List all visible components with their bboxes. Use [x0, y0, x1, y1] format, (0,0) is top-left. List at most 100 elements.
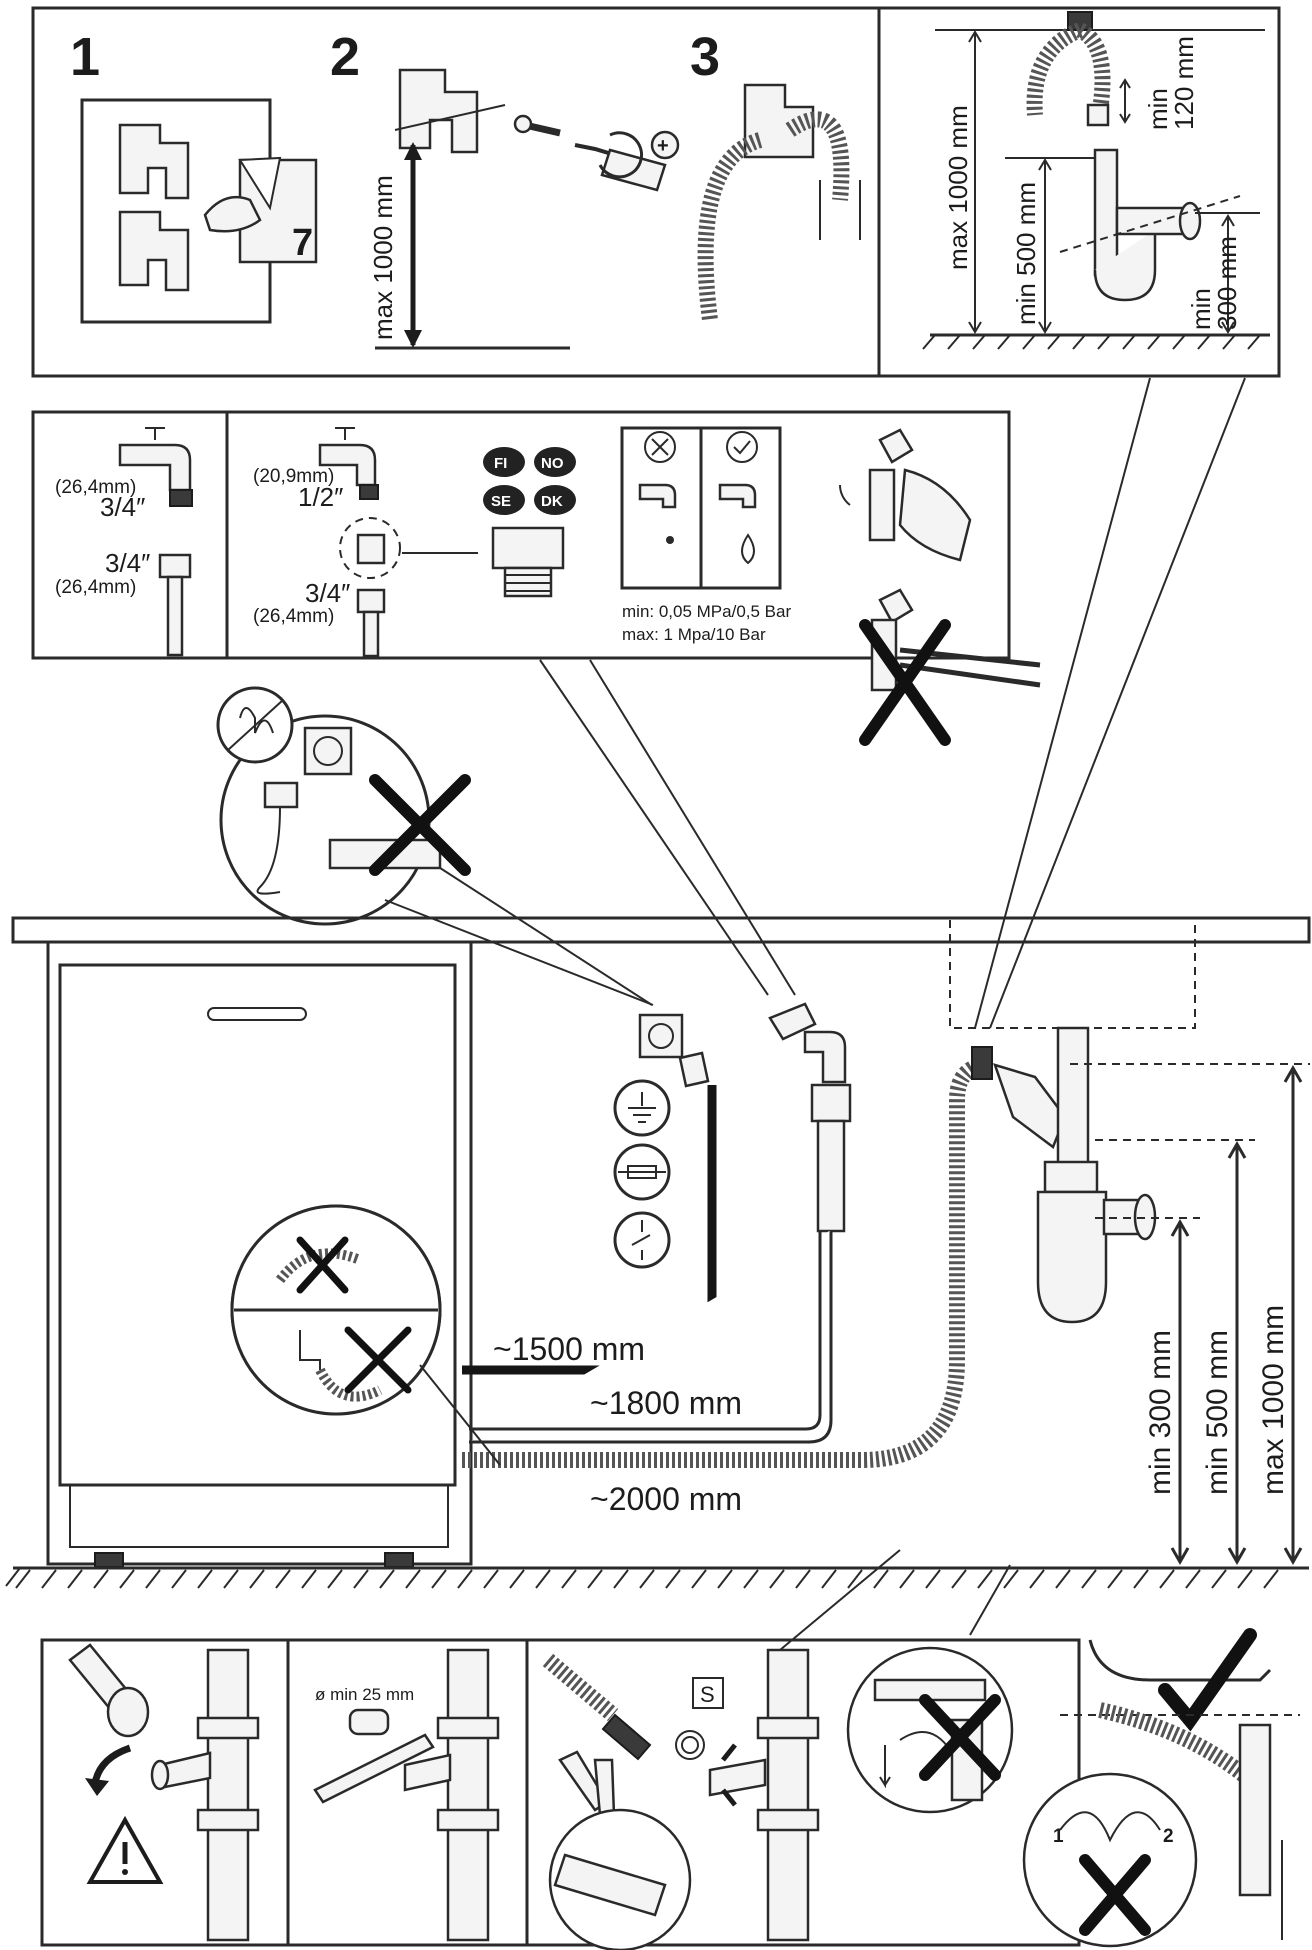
- step-2-number: 2: [330, 27, 360, 87]
- socket-icon: [303, 726, 353, 776]
- pipe-with-hose-icon: [708, 1648, 820, 1942]
- svg-text:+: +: [657, 135, 669, 157]
- tap-a-inch: 3/4″: [100, 492, 145, 522]
- adapter-highlight: [339, 517, 401, 579]
- floor-hatch-stroke: [561, 1569, 577, 1589]
- detail-min-120-line1: min: [1143, 88, 1173, 130]
- floor-hatch-stroke: [67, 1569, 83, 1589]
- floor-hatch-stroke: [379, 1569, 395, 1589]
- badge-fi: [483, 447, 525, 477]
- country-badges: FI NO SE DK: [483, 447, 576, 515]
- installation-min-300: min 300 mm: [1144, 1330, 1177, 1495]
- floor-hatch-stroke: [275, 1569, 291, 1589]
- valve-wrong-icon: [859, 588, 1041, 746]
- power-cable-length: ~1500 mm: [493, 1331, 645, 1367]
- wall-socket-icon: [638, 1013, 684, 1059]
- inlet-hose: [469, 1230, 833, 1444]
- hose-mounted-icon: [697, 83, 861, 321]
- tap-1-2-icon: [318, 427, 379, 500]
- earth-symbol-icon: [613, 1079, 671, 1137]
- floor-hatch-stroke: [249, 1569, 265, 1589]
- pressure-max: max: 1 Mpa/10 Bar: [622, 625, 766, 644]
- floor-hatch-stroke: [93, 1569, 109, 1589]
- floor-hatch-stroke: [223, 1569, 239, 1589]
- installation-max-1000: max 1000 mm: [1257, 1305, 1290, 1495]
- floor-hatch-stroke: [691, 1569, 707, 1589]
- hose-end-icon: [542, 1653, 652, 1761]
- clamp-label: S: [700, 1682, 715, 1707]
- cut-pipe-icon: [313, 1648, 500, 1942]
- floor-hatch-stroke: [535, 1569, 551, 1589]
- sink-step-1: 1: [1053, 1826, 1064, 1847]
- badge-fi-label: FI: [494, 455, 507, 472]
- drain-adapter: [993, 1063, 1067, 1149]
- installation-scene: min 300 mm min 500 mm max 1000 mm ~1500 …: [5, 916, 1311, 1589]
- hose-kink-warning: [230, 1204, 501, 1466]
- sink-step-2: 2: [1163, 1826, 1174, 1847]
- hand-valve-icon: [839, 428, 972, 562]
- detail-max-1000: max 1000 mm: [943, 105, 973, 270]
- door-handle: [207, 1007, 307, 1021]
- floor-hatch-stroke: [327, 1569, 343, 1589]
- floor-hatch-stroke: [795, 1569, 811, 1589]
- badge-se-label: SE: [491, 493, 511, 510]
- floor-hatch-stroke: [405, 1569, 421, 1589]
- floor-hatch-stroke: [665, 1569, 681, 1589]
- checkmark-icon: [1158, 1628, 1257, 1732]
- cross-circle-icon: [644, 431, 676, 463]
- pressure-min: min: 0,05 MPa/0,5 Bar: [622, 602, 791, 621]
- drain-hose-detail: [1026, 22, 1084, 116]
- fitting-3-4-b-icon: [356, 588, 386, 658]
- floor-hatch-stroke: [821, 1569, 837, 1589]
- mount-bracket-icon: [394, 68, 506, 154]
- step-2-max-height: max 1000 mm: [368, 175, 398, 340]
- tap-a-mm: (26,4mm): [55, 477, 136, 498]
- detail-min-300-line1: min: [1186, 288, 1216, 330]
- floor-hatch-stroke: [509, 1569, 525, 1589]
- floor-hatch-stroke: [717, 1569, 733, 1589]
- installation-min-500: min 500 mm: [1201, 1330, 1234, 1495]
- floor-hatch-stroke: [899, 1569, 915, 1589]
- sink-outline: [949, 917, 1196, 1029]
- floor-hatch-stroke: [171, 1569, 187, 1589]
- tap-c-inch: 1/2″: [298, 482, 343, 512]
- plug-icon: [263, 781, 299, 809]
- floor-hatch-stroke: [457, 1569, 473, 1589]
- floor-hatch-stroke: [1107, 1569, 1123, 1589]
- badge-no-label: NO: [541, 455, 564, 472]
- floor-hatch-stroke: [639, 1569, 655, 1589]
- fitting-d-mm: (26,4mm): [253, 606, 334, 627]
- floor-hatch-stroke: [1133, 1569, 1149, 1589]
- floor-hatch-stroke: [925, 1569, 941, 1589]
- floor-hatch-stroke: [15, 1569, 31, 1589]
- floor-hatch-stroke: [119, 1569, 135, 1589]
- tap-flow-icon: [718, 483, 757, 509]
- wrong-routing-circle: [846, 1646, 1014, 1814]
- pipe-diameter-label: ø min 25 mm: [315, 1685, 414, 1704]
- floor-hatch-stroke: [1159, 1569, 1175, 1589]
- floor-hatch-stroke: [1029, 1569, 1045, 1589]
- power-safety-callout: [216, 686, 654, 1006]
- drain-hose: [462, 1057, 985, 1468]
- siphon-icon: [1093, 148, 1202, 302]
- floor-hatch-stroke: [769, 1569, 785, 1589]
- floor-hatch-stroke: [951, 1569, 967, 1589]
- floor-hatch-stroke: [431, 1569, 447, 1589]
- floor-hatch-stroke: [847, 1569, 863, 1589]
- floor-hatch-stroke: [873, 1569, 889, 1589]
- tap-3-4-icon: [118, 427, 193, 507]
- tap-drip-icon: [638, 483, 677, 509]
- kickplate: [69, 1484, 449, 1548]
- inlet-frame: [31, 410, 1011, 660]
- step-1-number: 1: [70, 27, 100, 87]
- dishwasher-plug-icon: [678, 1051, 710, 1088]
- floor-hatch: [15, 1569, 1279, 1589]
- floor-hatch-stroke: [1055, 1569, 1071, 1589]
- bottom-panel: ø min 25 mm S: [40, 1549, 1300, 1950]
- pipe-cap-removal-icon: [68, 1643, 260, 1942]
- floor-hatch-stroke: [1185, 1569, 1201, 1589]
- bracket-icon: [118, 123, 190, 292]
- floor-hatch-stroke: [353, 1569, 369, 1589]
